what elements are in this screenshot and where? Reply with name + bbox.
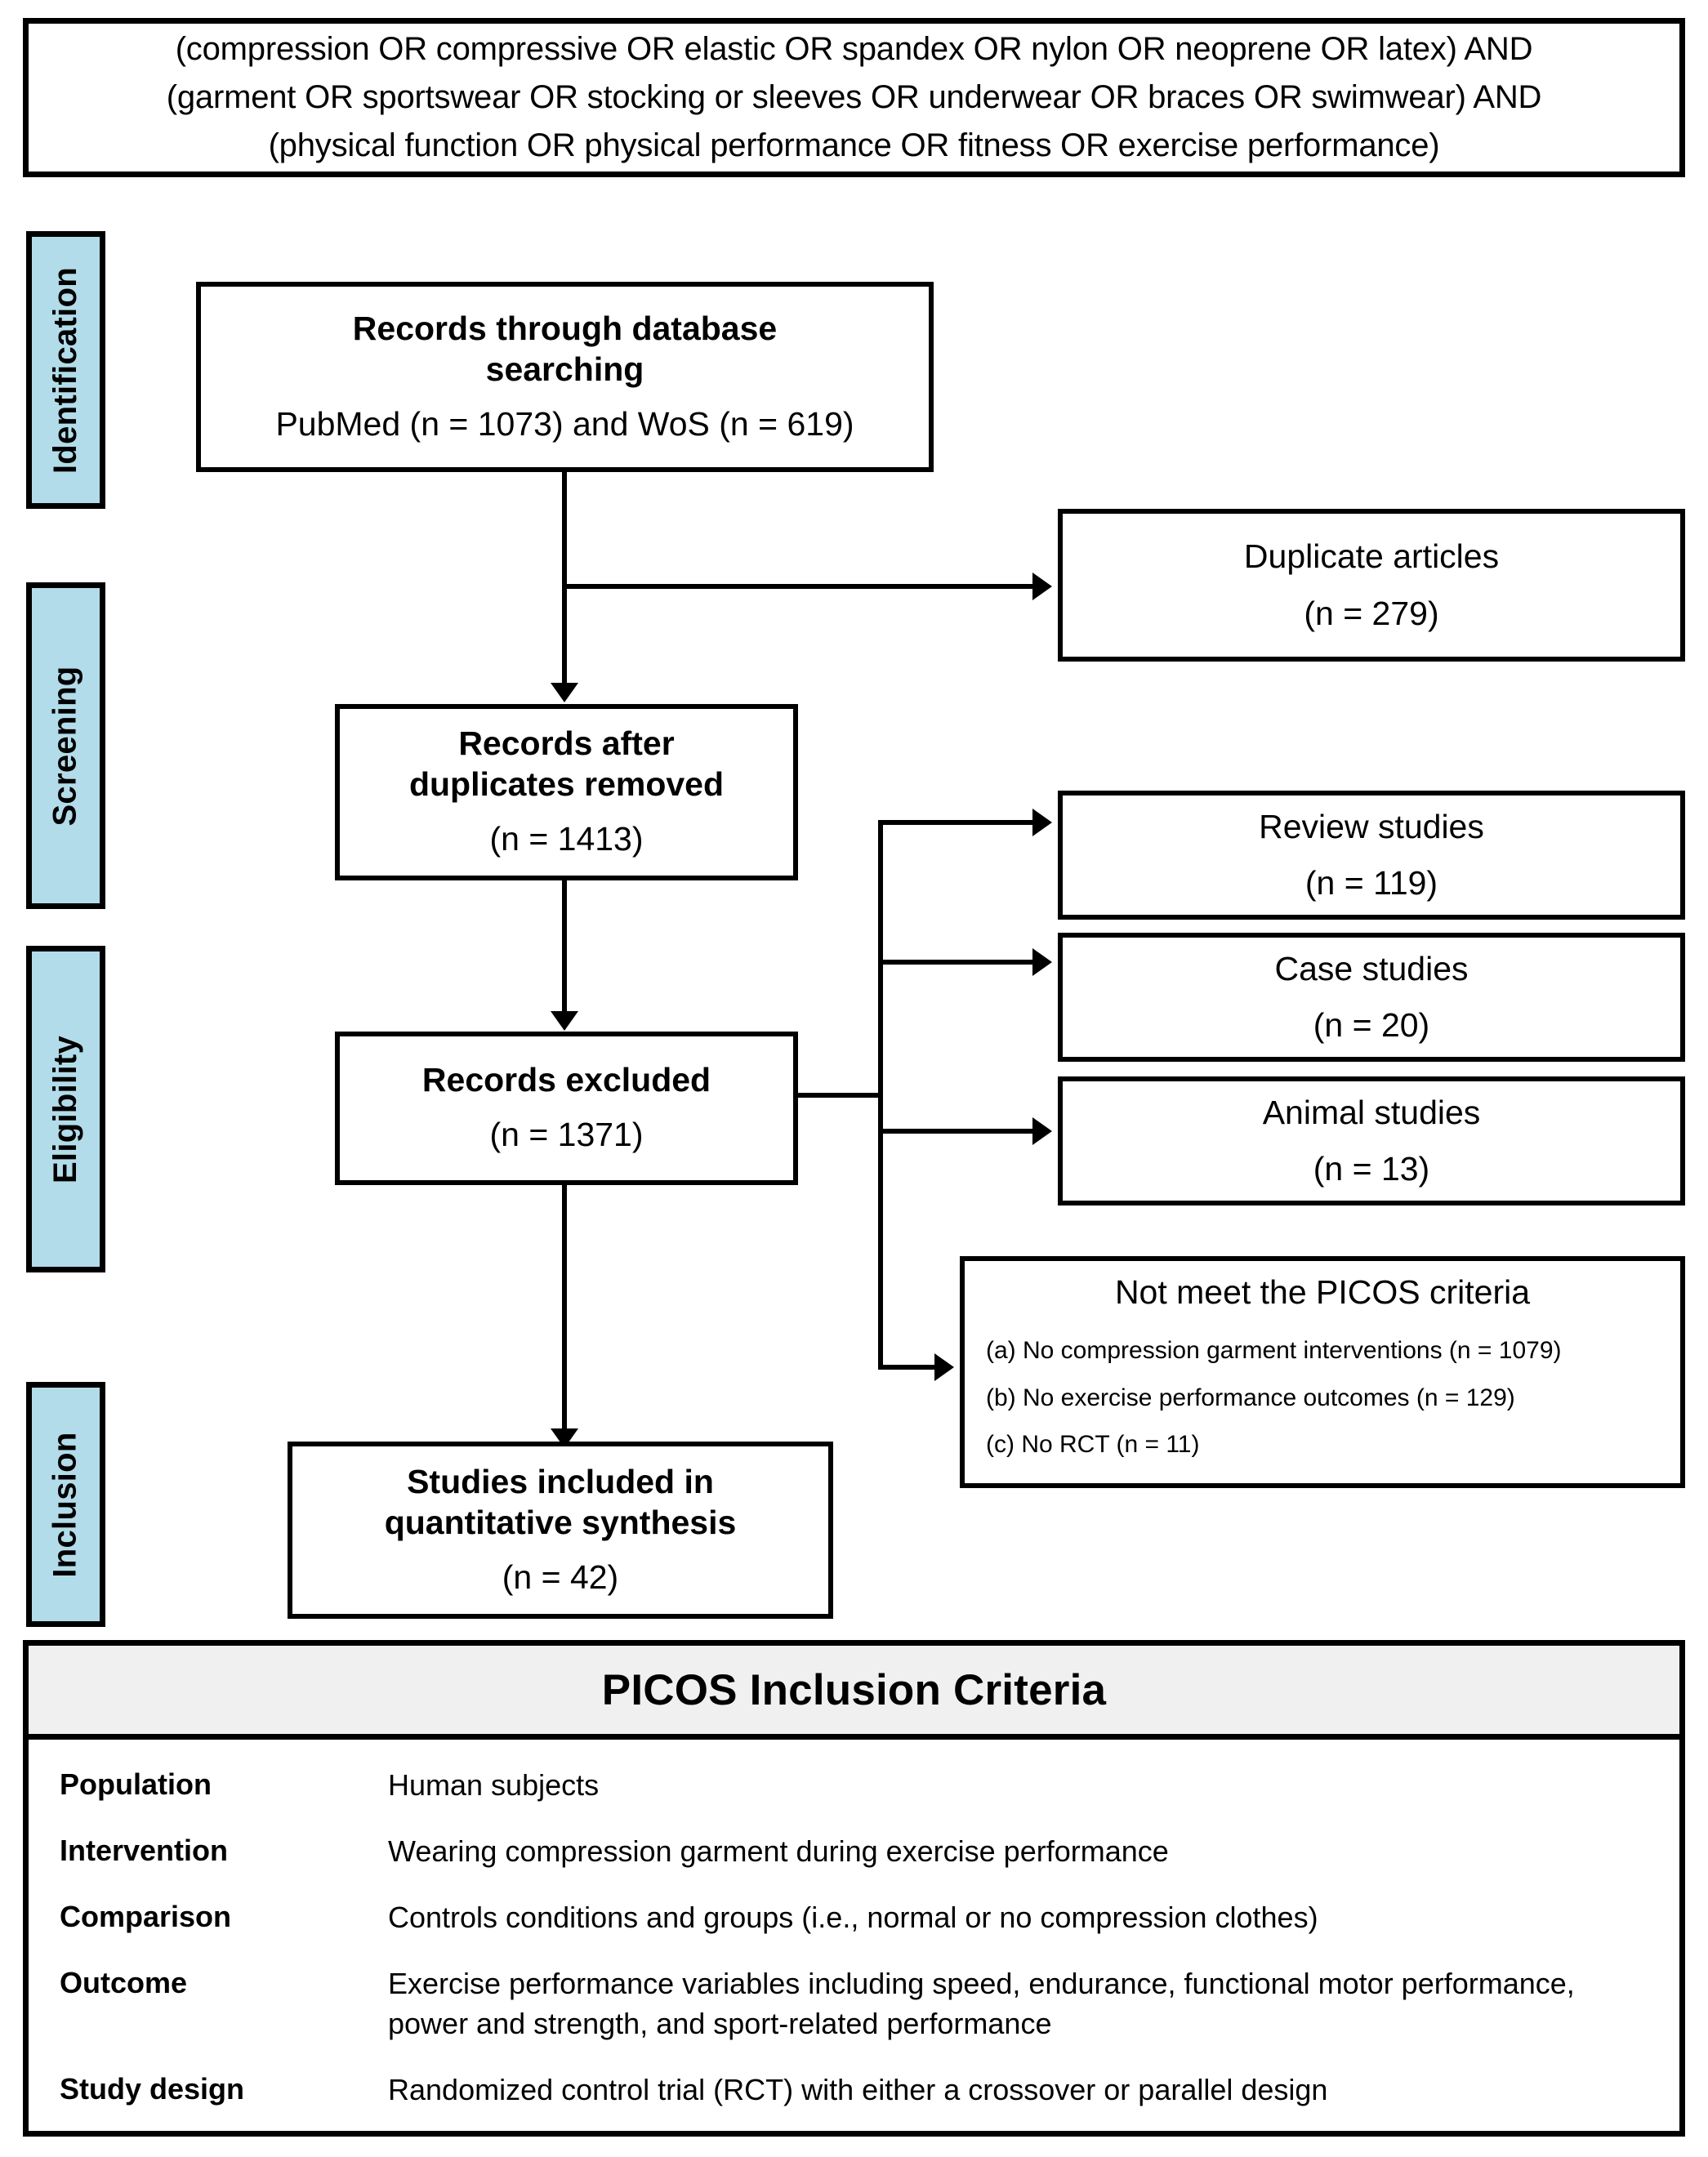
- node-records-excluded-title: Records excluded: [421, 1061, 711, 1099]
- arrow-to-not-meet-picos: [934, 1353, 954, 1381]
- node-animal-studies-title: Animal studies: [1262, 1093, 1481, 1131]
- node-studies-included-title-line-2: quantitative synthesis: [384, 1503, 737, 1541]
- arrow-to-review-studies: [1032, 809, 1052, 836]
- node-animal-studies: Animal studies (n = 13): [1058, 1076, 1685, 1206]
- search-query-line-3: (physical function OR physical performan…: [268, 127, 1440, 164]
- arrow-to-records-after-duplicates: [551, 683, 578, 702]
- arrow-to-records-excluded: [551, 1011, 578, 1031]
- table-row: Study design Randomized control trial (R…: [29, 2057, 1679, 2124]
- node-review-studies: Review studies (n = 119): [1058, 791, 1685, 920]
- node-records-db-title-line-2: searching: [485, 350, 644, 388]
- node-not-meet-picos-item-c: (c) No RCT (n = 11): [986, 1430, 1200, 1458]
- connector-branch-animal-studies: [878, 1129, 1032, 1134]
- connector-screening-to-eligibility: [562, 880, 567, 1011]
- node-records-excluded-count: (n = 1371): [489, 1116, 644, 1154]
- stage-label-inclusion: Inclusion: [26, 1382, 105, 1627]
- node-studies-included-title-line-1: Studies included in: [407, 1462, 714, 1500]
- picos-row-value-intervention: Wearing compression garment during exerc…: [388, 1834, 1169, 1868]
- node-duplicate-articles-title: Duplicate articles: [1243, 537, 1500, 576]
- picos-row-key-intervention: Intervention: [60, 1833, 229, 1867]
- connector-branch-not-meet-picos: [878, 1365, 934, 1370]
- node-case-studies: Case studies (n = 20): [1058, 933, 1685, 1062]
- picos-table-title: PICOS Inclusion Criteria: [601, 1665, 1107, 1714]
- picos-row-value-study-design: Randomized control trial (RCT) with eith…: [388, 2072, 1328, 2106]
- stage-label-screening-text: Screening: [47, 665, 84, 827]
- node-records-through-database-searching: Records through database searching PubMe…: [196, 282, 934, 472]
- picos-row-value-outcome: Exercise performance variables including…: [388, 1966, 1575, 2040]
- node-animal-studies-count: (n = 13): [1313, 1150, 1430, 1188]
- node-studies-included-quantitative-synthesis: Studies included in quantitative synthes…: [288, 1442, 833, 1619]
- node-duplicate-articles-count: (n = 279): [1304, 594, 1439, 632]
- connector-excluded-stub: [798, 1093, 883, 1098]
- arrow-to-case-studies: [1032, 948, 1052, 976]
- connector-trunk-identification: [562, 472, 567, 683]
- node-not-meet-picos-item-a: (a) No compression garment interventions…: [986, 1337, 1562, 1365]
- node-not-meet-picos-item-b: (b) No exercise performance outcomes (n …: [986, 1384, 1515, 1411]
- search-query-text: (compression OR compressive OR elastic O…: [167, 25, 1542, 171]
- connector-branch-duplicates: [562, 584, 1032, 589]
- node-records-excluded: Records excluded (n = 1371): [335, 1032, 798, 1185]
- stage-label-eligibility-text: Eligibility: [47, 1035, 83, 1183]
- table-row: Intervention Wearing compression garment…: [29, 1819, 1679, 1885]
- picos-table-body: Population Human subjects Intervention W…: [29, 1740, 1679, 2124]
- node-not-meet-picos-criteria: Not meet the PICOS criteria (a) No compr…: [960, 1256, 1685, 1488]
- arrow-to-animal-studies: [1032, 1117, 1052, 1145]
- node-records-after-dup-title-line-1: Records after: [458, 724, 675, 763]
- picos-row-key-comparison: Comparison: [60, 1899, 232, 1933]
- picos-row-value-comparison: Controls conditions and groups (i.e., no…: [388, 1900, 1318, 1934]
- search-query-line-2: (garment OR sportswear OR stocking or sl…: [166, 78, 1542, 115]
- stage-label-identification-text: Identification: [47, 266, 83, 474]
- stage-label-inclusion-text: Inclusion: [47, 1431, 83, 1578]
- node-case-studies-title: Case studies: [1274, 949, 1469, 987]
- connector-branch-case-studies: [878, 960, 1032, 965]
- table-row: Population Human subjects: [29, 1753, 1679, 1819]
- connector-branch-review-studies: [878, 820, 1032, 825]
- connector-to-studies-included: [562, 1185, 567, 1428]
- search-query-line-1: (compression OR compressive OR elastic O…: [175, 30, 1533, 67]
- node-not-meet-picos-title: Not meet the PICOS criteria: [1114, 1273, 1531, 1311]
- node-review-studies-title: Review studies: [1259, 807, 1484, 845]
- picos-inclusion-criteria-table: PICOS Inclusion Criteria Population Huma…: [23, 1640, 1685, 2137]
- picos-row-key-outcome: Outcome: [60, 1965, 188, 1999]
- picos-row-key-population: Population: [60, 1767, 212, 1801]
- node-studies-included-count: (n = 42): [502, 1558, 619, 1596]
- stage-label-eligibility: Eligibility: [26, 946, 105, 1272]
- search-query-box: (compression OR compressive OR elastic O…: [23, 18, 1685, 177]
- stage-label-screening: Screening: [26, 582, 105, 909]
- connector-trunk-exclusions: [878, 820, 883, 1370]
- node-case-studies-count: (n = 20): [1313, 1006, 1430, 1044]
- node-records-db-detail: PubMed (n = 1073) and WoS (n = 619): [275, 404, 854, 443]
- stage-label-identification: Identification: [26, 231, 105, 509]
- node-records-after-duplicates-removed: Records after duplicates removed (n = 14…: [335, 704, 798, 880]
- table-row: Outcome Exercise performance variables i…: [29, 1951, 1679, 2057]
- node-records-db-title-line-1: Records through database: [352, 309, 778, 347]
- picos-row-value-population: Human subjects: [388, 1768, 600, 1802]
- node-duplicate-articles: Duplicate articles (n = 279): [1058, 509, 1685, 662]
- picos-row-key-study-design: Study design: [60, 2071, 245, 2106]
- node-review-studies-count: (n = 119): [1304, 864, 1438, 902]
- picos-table-header: PICOS Inclusion Criteria: [29, 1646, 1679, 1740]
- node-records-after-dup-title-line-2: duplicates removed: [408, 765, 725, 804]
- node-records-after-dup-count: (n = 1413): [489, 820, 644, 858]
- arrow-to-duplicate-articles: [1032, 573, 1052, 600]
- table-row: Comparison Controls conditions and group…: [29, 1885, 1679, 1951]
